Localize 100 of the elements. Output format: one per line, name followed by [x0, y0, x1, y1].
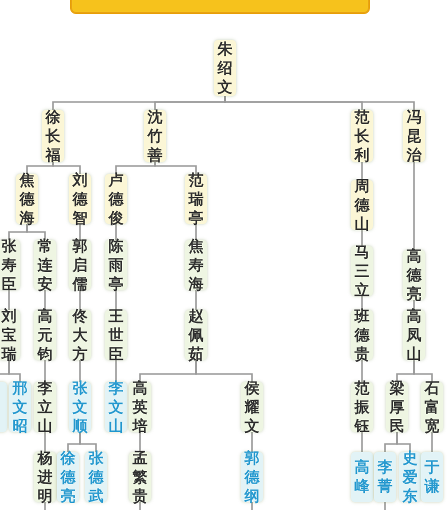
- connector-line: [44, 432, 46, 452]
- connector-line: [413, 300, 415, 310]
- name-box: [185, 240, 207, 290]
- person-name: 高德亮: [406, 246, 422, 304]
- name-box: [57, 452, 79, 502]
- person-name: 郭启儒: [72, 236, 88, 294]
- connector-line: [361, 296, 363, 310]
- connector-line: [431, 432, 433, 452]
- connector-line: [26, 162, 54, 174]
- name-box: [69, 310, 91, 360]
- connector-line: [139, 502, 141, 510]
- name-box: [185, 310, 207, 360]
- connector-line: [413, 360, 433, 382]
- name-box: [105, 174, 127, 224]
- name-box: [241, 382, 263, 432]
- name-box: [69, 382, 91, 432]
- person-name: 刘德智: [72, 170, 88, 228]
- connector-line: [79, 290, 81, 310]
- connector-line: [396, 432, 411, 452]
- person-name: 李菁: [378, 458, 392, 496]
- person-name: 王世臣: [108, 306, 124, 364]
- person-name: 史爱东: [402, 448, 418, 506]
- connector-line: [44, 502, 46, 510]
- person-name: 高英培: [132, 378, 148, 436]
- connector-line: [224, 96, 415, 110]
- connector-line: [79, 360, 81, 382]
- person-name: 高元钧: [38, 306, 52, 364]
- person-name: 刘宝瑞: [2, 306, 16, 364]
- name-box: [0, 240, 20, 290]
- connector-line: [8, 360, 21, 382]
- name-box: [421, 382, 443, 432]
- person-name: 卢德俊: [108, 170, 124, 228]
- person-name: 佟大方: [72, 306, 88, 364]
- connector-line: [195, 224, 197, 240]
- name-box: [403, 250, 425, 300]
- name-box: [34, 240, 56, 290]
- connector-line: [79, 224, 81, 240]
- person-name: 朱绍文: [218, 40, 232, 96]
- name-box: [34, 452, 56, 502]
- person-name: 李文山: [108, 378, 124, 436]
- name-box: [403, 310, 425, 360]
- person-name: 赵佩茹: [188, 306, 204, 364]
- connector-line: [115, 162, 156, 174]
- connector-line: [139, 432, 141, 452]
- person-name: 沈竹善: [148, 108, 162, 164]
- name-box: [351, 246, 373, 296]
- person-name: 范长利: [354, 108, 370, 164]
- name-box: [241, 452, 263, 502]
- connector-line: [79, 432, 97, 452]
- name-box: [374, 452, 396, 502]
- person-name: 班德贵: [354, 306, 370, 364]
- name-box: [185, 174, 207, 224]
- connector-line: [361, 162, 363, 180]
- name-box: [144, 110, 166, 162]
- person-name: 杨进明: [38, 448, 52, 506]
- connector-line: [44, 290, 46, 310]
- person-name: 梁厚民: [390, 378, 404, 436]
- person-name: 张寿臣: [2, 236, 16, 294]
- person-name: 徐德亮: [60, 448, 76, 506]
- connector-line: [44, 360, 46, 382]
- connector-line: [115, 224, 117, 240]
- person-name: 周德山: [354, 176, 370, 234]
- connector-line: [384, 502, 386, 510]
- connector-line: [115, 290, 117, 310]
- name-box: [129, 382, 151, 432]
- name-box: [69, 174, 91, 224]
- connector-line: [251, 432, 253, 452]
- person-name: 马三立: [354, 242, 370, 300]
- name-box: [403, 110, 425, 162]
- name-box: [351, 382, 373, 432]
- person-name: 常连安: [38, 236, 52, 294]
- name-box: [105, 310, 127, 360]
- connector-line: [195, 360, 253, 382]
- person-name: 高峰: [354, 458, 370, 496]
- name-box: [105, 382, 127, 432]
- name-box: [351, 310, 373, 360]
- name-box: [386, 382, 408, 432]
- name-box: [16, 174, 38, 224]
- person-name: 焦寿海: [188, 236, 204, 294]
- name-box: [105, 240, 127, 290]
- person-name: 高凤山: [406, 306, 422, 364]
- name-box: [42, 110, 64, 162]
- name-box: [69, 240, 91, 290]
- name-box: [34, 310, 56, 360]
- person-name: 范振钰: [354, 378, 370, 436]
- person-name: 焦德海: [20, 170, 34, 228]
- connector-line: [115, 360, 117, 382]
- name-box: [9, 382, 31, 432]
- name-box: [351, 110, 373, 162]
- person-name: 张德武: [88, 448, 104, 506]
- person-name: 陈雨亭: [108, 236, 124, 294]
- name-box: [351, 180, 373, 230]
- name-box: [399, 452, 421, 502]
- connector-line: [361, 230, 363, 246]
- person-name: 于谦: [424, 458, 440, 496]
- person-name: 冯昆治: [406, 108, 422, 164]
- connector-line: [52, 162, 81, 174]
- connector-line: [154, 162, 197, 174]
- person-name: 张文顺: [72, 378, 88, 436]
- connector-line: [8, 290, 10, 310]
